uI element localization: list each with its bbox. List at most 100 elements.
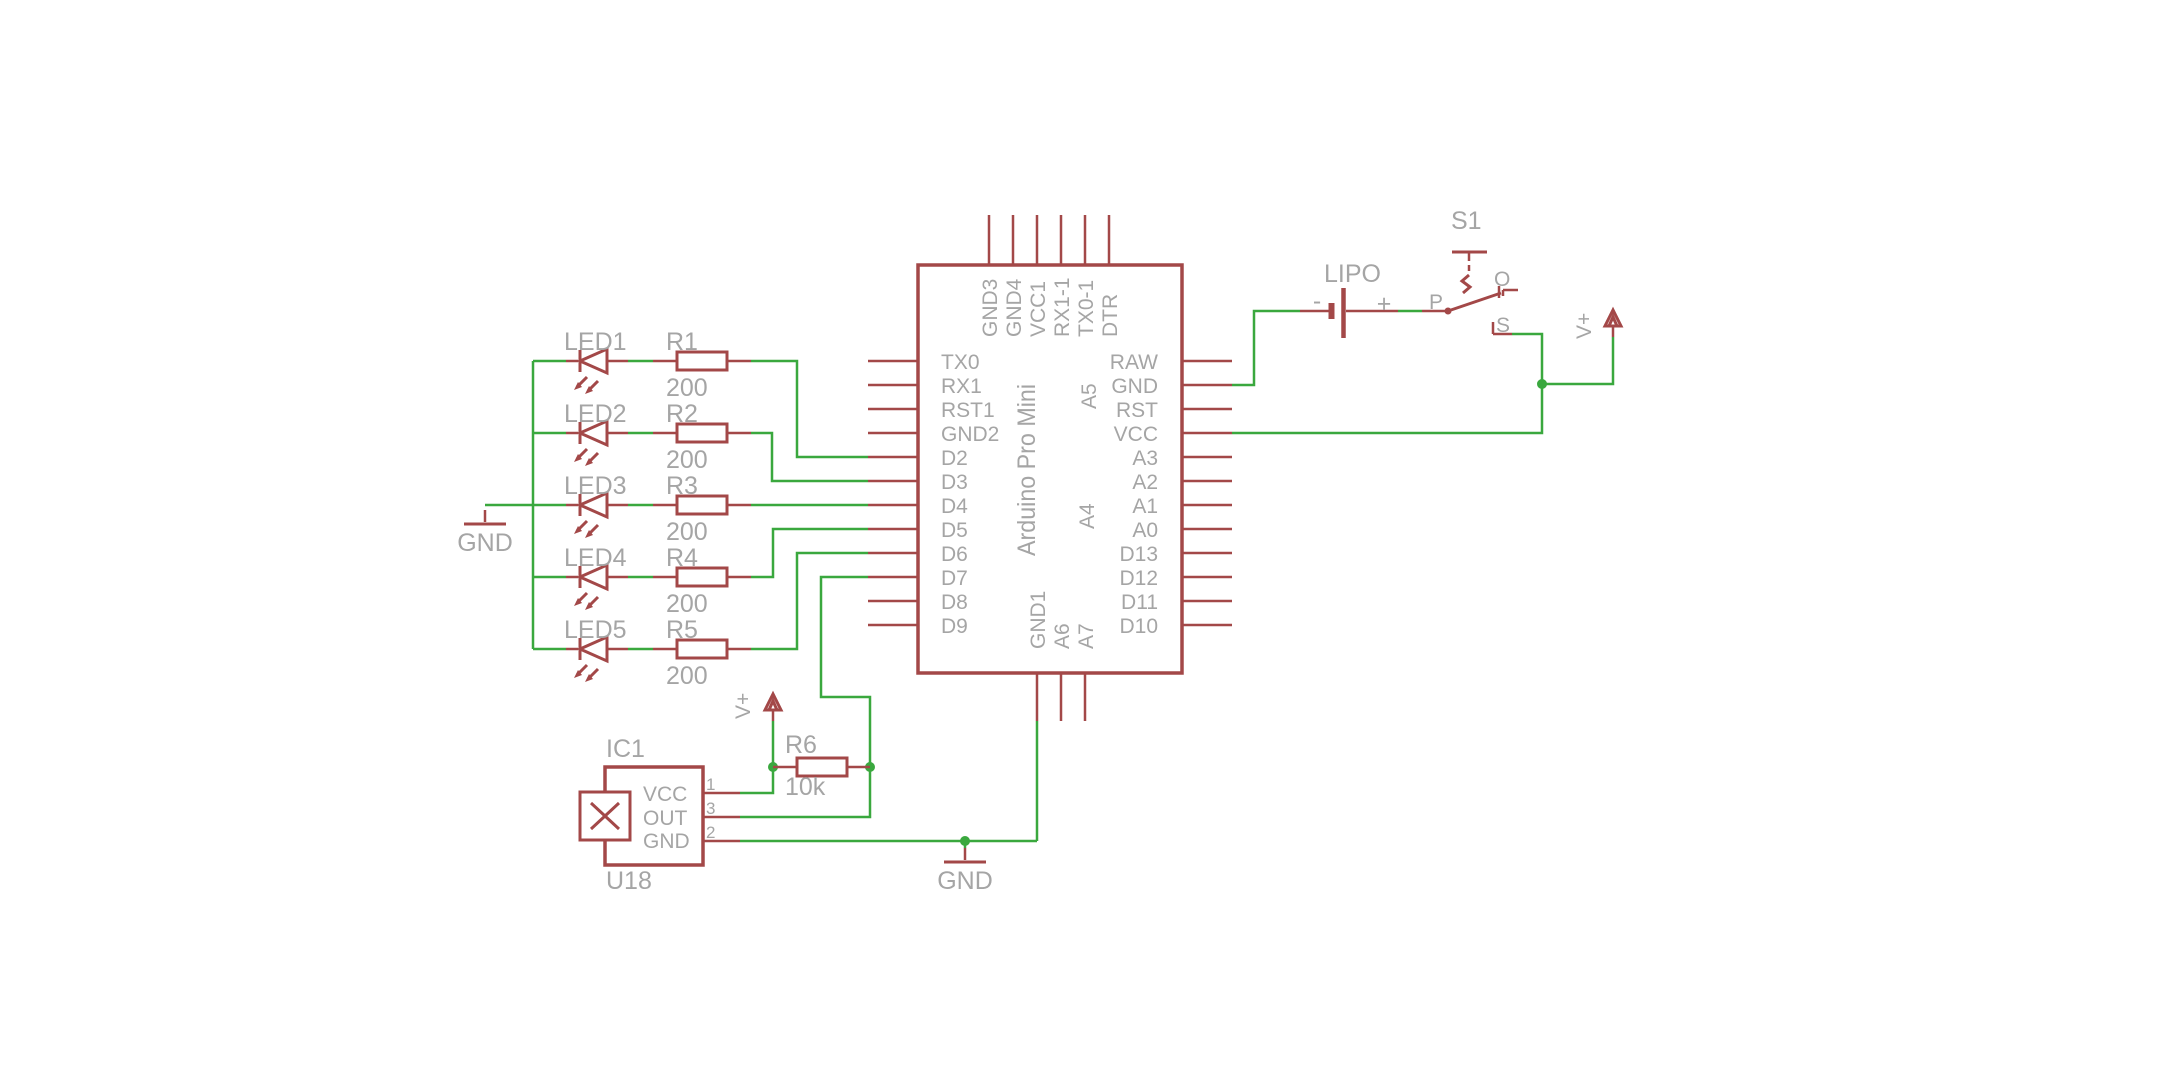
arduino-body (916, 263, 1184, 675)
net-d5[interactable] (751, 527, 868, 579)
pin-label: D11 (1121, 591, 1158, 614)
component-value: 200 (666, 590, 708, 618)
ic-pin-name: OUT (643, 807, 688, 830)
component-ref: S1 (1451, 207, 1482, 235)
component-ref: IC1 (606, 735, 645, 763)
vplus-label: V+ (1573, 313, 1596, 339)
component-value: 200 (666, 446, 708, 474)
gnd-label: GND (457, 529, 513, 557)
pin-label: A2 (1132, 471, 1158, 494)
pin-label: GND4 (1003, 278, 1026, 337)
pin-label: D9 (941, 615, 968, 638)
pin-label: D13 (1119, 543, 1158, 566)
pin-label: RST1 (941, 399, 995, 422)
net-vcc[interactable] (1232, 384, 1544, 435)
component-value: U18 (606, 867, 652, 895)
pin-label: RX1-1 (1051, 277, 1074, 337)
arduino-pro-mini-block[interactable]: TX0 RX1 RST1 GND2 D2 D3 D4 D5 D6 D7 D8 D… (868, 215, 1232, 721)
vplus-symbol-switch[interactable]: V+ (1573, 308, 1623, 339)
ic-pin-name: VCC (643, 783, 687, 806)
pin-label: A1 (1132, 495, 1158, 518)
resistor-r6[interactable]: R6 10k (773, 731, 870, 801)
battery-plus-label: + (1377, 290, 1392, 318)
resistor-array[interactable]: R1 R2 R3 R4 R5 200 200 200 200 200 (651, 328, 753, 690)
nets[interactable] (485, 309, 1615, 848)
pin-label: TX0 (941, 351, 980, 374)
component-ref: R1 (666, 328, 698, 356)
pin-label: VCC (1114, 423, 1158, 446)
pin-label: A7 (1075, 623, 1098, 649)
battery-lipo[interactable]: LIPO - + (1300, 260, 1398, 338)
component-ref: LED3 (564, 472, 627, 500)
gnd-label: GND (937, 867, 993, 895)
ic1-x-mark (589, 801, 621, 831)
component-ref: LED2 (564, 400, 627, 428)
pin-label: D7 (941, 567, 968, 590)
switch-pole-label: P (1429, 291, 1443, 314)
arduino-pins-top (987, 215, 1111, 265)
component-ref: R4 (666, 544, 698, 572)
component-ref: R3 (666, 472, 698, 500)
junction-dot (960, 836, 970, 846)
component-ref: LED5 (564, 616, 627, 644)
arduino-pins-left (868, 359, 918, 627)
battery-minus-label: - (1313, 287, 1321, 315)
net-vplus-switch[interactable] (1512, 332, 1615, 386)
component-ref: R5 (666, 616, 698, 644)
led-array[interactable]: LED1 LED2 LED3 LED4 LED5 (564, 328, 630, 684)
ic-pin-number: 3 (706, 799, 715, 818)
junction-dot (1537, 379, 1547, 389)
net-gnd-battery[interactable] (1232, 309, 1300, 387)
pin-label: D8 (941, 591, 968, 614)
pin-label: TX0-1 (1075, 280, 1098, 337)
net-vplus-ic[interactable] (740, 721, 775, 795)
pin-label: A3 (1132, 447, 1158, 470)
pin-label: RX1 (941, 375, 982, 398)
ic-pin-number: 2 (706, 823, 715, 842)
pin-label: RST (1116, 399, 1158, 422)
pin-label: A4 (1076, 503, 1099, 529)
component-ref: LED4 (564, 544, 627, 572)
pin-label: D3 (941, 471, 968, 494)
pin-label: D4 (941, 495, 968, 518)
power-switch-s1[interactable]: S1 P O S (1422, 207, 1518, 337)
net-d7-out[interactable] (740, 575, 872, 819)
pin-label: D5 (941, 519, 968, 542)
arduino-pins-right (1182, 359, 1232, 627)
ic1-sensor[interactable]: IC1 U18 VCC OUT GND 1 3 2 (578, 735, 740, 895)
pin-label: DTR (1099, 294, 1122, 337)
component-value: 200 (666, 518, 708, 546)
net-d3[interactable] (751, 431, 868, 483)
pin-label: GND1 (1027, 591, 1050, 649)
component-ref: R2 (666, 400, 698, 428)
pin-label: RAW (1110, 351, 1158, 374)
net-gnd-led-bus[interactable] (485, 359, 566, 651)
net-d2[interactable] (751, 359, 868, 459)
gnd-symbol-left[interactable]: GND (457, 508, 513, 557)
ic-pin-name: GND (643, 830, 690, 853)
pin-label: GND3 (979, 279, 1002, 337)
pin-label: D12 (1119, 567, 1158, 590)
component-value: 200 (666, 662, 708, 690)
component-value: 10k (785, 773, 826, 801)
pin-label: A5 (1078, 383, 1101, 409)
component-value: 200 (666, 374, 708, 402)
net-led-anodes[interactable] (628, 359, 653, 651)
vplus-symbol-ic[interactable]: V+ (732, 692, 783, 723)
gnd-symbol-bottom[interactable]: GND (937, 846, 993, 895)
component-ref: Arduino Pro Mini (1013, 384, 1041, 556)
pin-label: GND2 (941, 423, 999, 446)
switch-contact-o-label: O (1494, 268, 1510, 291)
component-ref: LED1 (564, 328, 627, 356)
pin-label: A0 (1132, 519, 1158, 542)
pin-label: VCC1 (1027, 281, 1050, 337)
switch-contact-s-label: S (1496, 314, 1510, 337)
pin-label: D6 (941, 543, 968, 566)
net-d6[interactable] (751, 551, 868, 651)
component-ref: R6 (785, 731, 817, 759)
pin-label: D10 (1119, 615, 1158, 638)
pin-label: A6 (1051, 623, 1074, 649)
ic-pin-number: 1 (706, 775, 715, 794)
